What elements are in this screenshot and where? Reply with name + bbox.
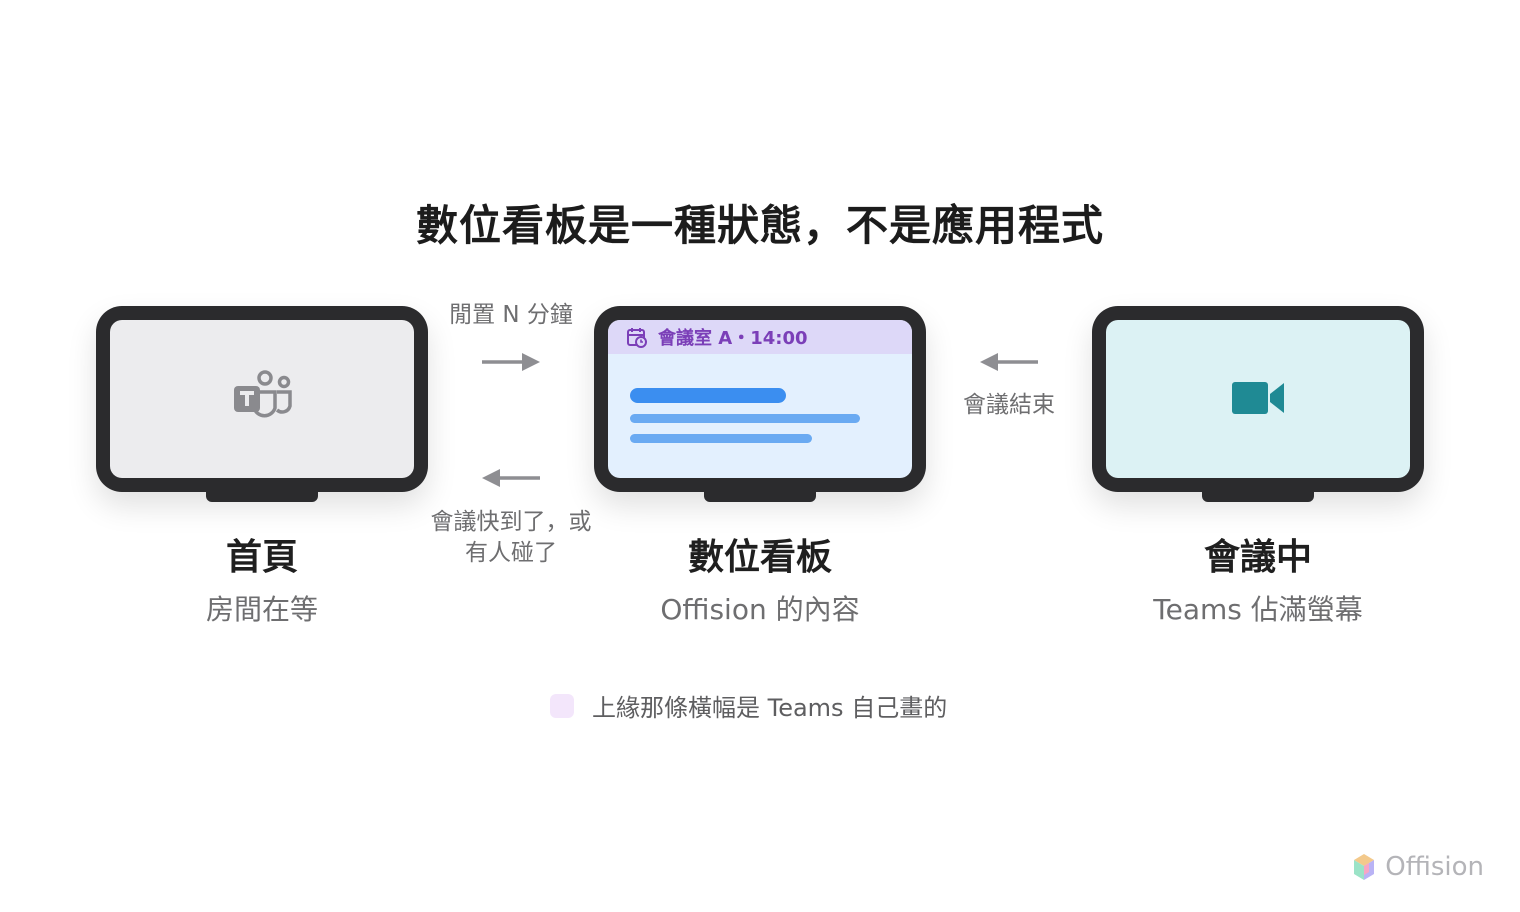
home-screen-stand xyxy=(206,490,318,502)
video-camera-icon xyxy=(1232,382,1284,414)
state-subtitle-meeting: Teams 佔滿螢幕 xyxy=(1153,593,1363,626)
state-name-home: 首頁 xyxy=(225,537,298,578)
legend: 上緣那條橫幅是 Teams 自己畫的 xyxy=(550,688,947,723)
transition-idle-label: 閒置 N 分鐘 xyxy=(449,302,573,328)
meeting-screen-stand xyxy=(1202,490,1314,502)
transition-meeting-soon-line-1: 會議快到了，或 xyxy=(430,509,592,535)
state-name-signage: 數位看板 xyxy=(687,537,832,578)
banner-text: 會議室 A・14:00 xyxy=(658,328,808,349)
content-bar-1 xyxy=(630,388,786,403)
state-name-meeting: 會議中 xyxy=(1203,537,1312,578)
arrow-left-icon xyxy=(980,353,1038,371)
transition-meeting-soon-label: 會議快到了，或 有人碰了 xyxy=(410,507,612,569)
diagram-title: 數位看板是一種狀態，不是應用程式 xyxy=(415,201,1104,250)
legend-swatch xyxy=(550,693,574,718)
arrow-right-icon xyxy=(482,353,540,371)
legend-text: 上緣那條橫幅是 Teams 自己畫的 xyxy=(592,694,948,722)
home-screen-display xyxy=(110,320,414,478)
signage-screen-display: 會議室 A・14:00 xyxy=(608,320,912,478)
content-bar-2 xyxy=(630,414,860,423)
teams-logo-icon xyxy=(234,370,292,418)
signage-screen: 會議室 A・14:00 xyxy=(594,306,926,492)
meeting-screen-display xyxy=(1106,320,1410,478)
offision-logo-icon xyxy=(1354,854,1375,880)
transition-meeting-end-label: 會議結束 xyxy=(963,392,1055,418)
meeting-screen xyxy=(1092,306,1424,492)
signage-screen-stand xyxy=(704,490,816,502)
state-subtitle-home: 房間在等 xyxy=(205,593,318,626)
arrow-left-icon xyxy=(482,469,540,487)
brand: Offision xyxy=(1351,852,1484,882)
state-subtitle-signage: Offision 的內容 xyxy=(660,593,860,626)
calendar-icon xyxy=(627,328,647,348)
transition-meeting-soon-line-2: 有人碰了 xyxy=(465,540,557,566)
brand-name: Offision xyxy=(1385,852,1484,882)
content-bar-3 xyxy=(630,434,812,443)
home-screen xyxy=(96,306,428,492)
teams-banner: 會議室 A・14:00 xyxy=(608,320,912,354)
